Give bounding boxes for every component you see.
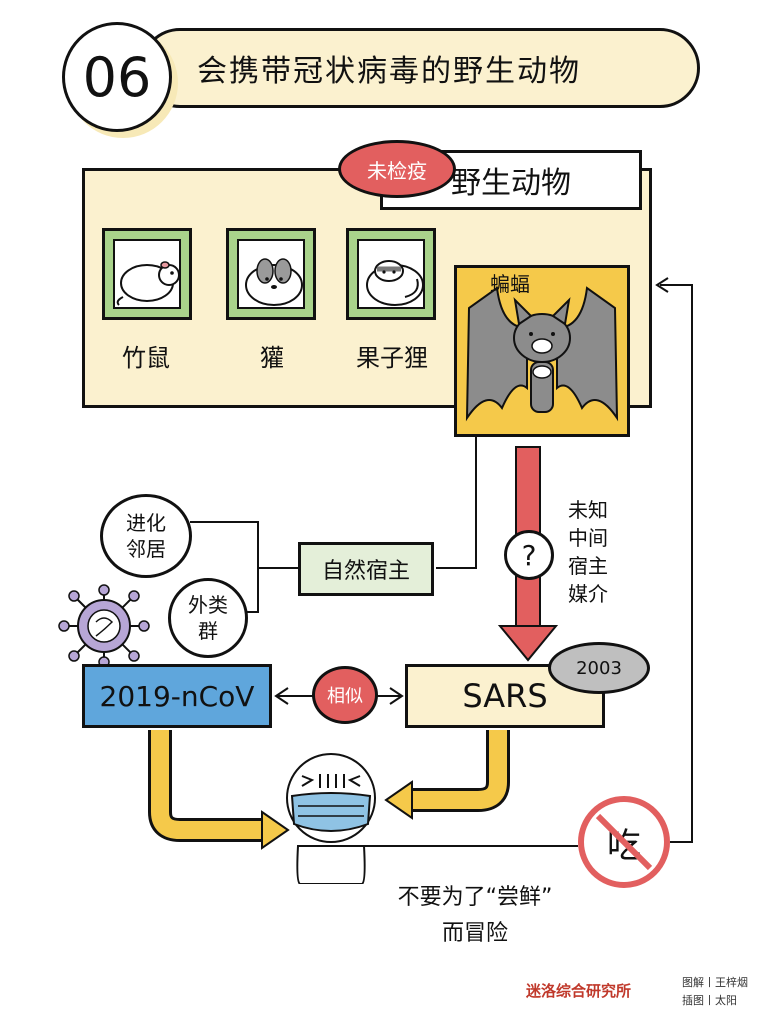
evolution-neighbor-text: 进化邻居 xyxy=(126,511,166,561)
footer-credits: 图解丨王梓烟 插图丨太阳 xyxy=(682,974,748,1010)
red-arrow-head xyxy=(497,625,559,662)
sars-year-badge: 2003 xyxy=(548,642,650,694)
similar-arrow-right xyxy=(389,687,404,705)
question-mark-badge: ? xyxy=(504,530,554,580)
sars-arrow-body xyxy=(412,730,507,809)
bat-icon xyxy=(465,286,619,422)
header-title-bar: 会携带冠状病毒的野生动物 xyxy=(140,28,700,108)
bamboo-rat-icon xyxy=(116,261,180,306)
caption-line-2: 而冒险 xyxy=(441,921,508,946)
footer-org-name: 迷洛综合研究所 xyxy=(526,982,632,1000)
bat-card xyxy=(454,265,630,437)
similar-badge: 相似 xyxy=(312,666,378,724)
evolution-neighbor-bubble: 进化邻居 xyxy=(100,494,192,578)
intermediate-host-text: 未知中间宿主媒介 xyxy=(568,498,608,606)
similar-arrow-left xyxy=(274,687,289,705)
civet-card xyxy=(346,228,436,320)
no-eating-slash-icon xyxy=(595,813,653,871)
header-number: 06 xyxy=(82,45,152,109)
sars-arrow-outline xyxy=(412,730,510,812)
ncov-arrow-body xyxy=(151,730,262,839)
caption-line-1: 不要为了“尝鲜” xyxy=(397,885,553,910)
outgroup-text: 外类群 xyxy=(188,593,228,643)
badger-card xyxy=(226,228,316,320)
bamboo-rat-name: 竹鼠 xyxy=(122,344,170,372)
caption: 不要为了“尝鲜” 而冒险 xyxy=(340,880,610,952)
bamboo-rat-card xyxy=(102,228,192,320)
masked-person-icon xyxy=(286,753,376,884)
bat-name: 蝙蝠 xyxy=(490,272,530,296)
footer-credit-illustration: 插图丨太阳 xyxy=(682,994,737,1007)
bubble-bracket xyxy=(190,521,259,613)
host-line xyxy=(436,437,477,569)
civet-icon xyxy=(366,260,424,306)
outgroup-bubble: 外类群 xyxy=(168,578,248,658)
header-title: 会携带冠状病毒的野生动物 xyxy=(197,54,581,89)
natural-host-box: 自然宿主 xyxy=(298,542,434,596)
uninspected-badge: 未检疫 xyxy=(338,140,456,198)
virus-icon xyxy=(58,584,150,668)
feedback-arrowhead xyxy=(655,277,669,293)
ncov-arrow-head xyxy=(261,810,290,850)
civet-name: 果子狸 xyxy=(356,344,428,372)
sars-arrow-head xyxy=(384,780,413,820)
header-number-badge: 06 xyxy=(62,22,172,132)
badger-name: 獾 xyxy=(260,344,284,372)
badger-icon xyxy=(245,258,303,306)
no-eating-sign: 吃 xyxy=(578,796,670,888)
feedback-line xyxy=(660,284,693,843)
ncov-box: 2019-nCoV xyxy=(82,664,272,728)
ncov-arrow-outline xyxy=(148,730,262,842)
footer-credit-diagram: 图解丨王梓烟 xyxy=(682,976,748,989)
